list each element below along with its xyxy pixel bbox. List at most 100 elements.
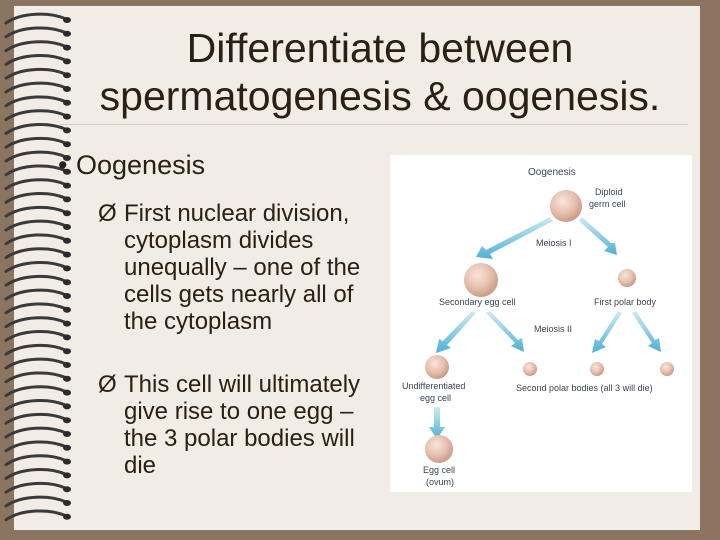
binding-hole bbox=[63, 486, 71, 493]
binding-ring bbox=[4, 54, 68, 66]
binding-hole bbox=[63, 431, 71, 437]
binding-hole bbox=[63, 44, 71, 51]
binding-hole bbox=[63, 500, 71, 506]
undiff-label: Undifferentiated bbox=[402, 381, 465, 391]
egg-cell bbox=[425, 435, 453, 463]
egg-label: Egg cell bbox=[423, 465, 455, 475]
sub-line: cells gets nearly all of bbox=[124, 281, 354, 308]
binding-hole bbox=[63, 306, 71, 313]
binding-ring bbox=[4, 316, 68, 329]
sub-line: the 3 polar bodies will bbox=[124, 425, 355, 452]
binding-ring bbox=[4, 109, 68, 122]
bullet-oogenesis: • Oogenesis bbox=[58, 150, 205, 181]
sub-line: give rise to one egg – bbox=[124, 398, 354, 425]
first-polar-label: First polar body bbox=[594, 297, 657, 307]
binding-ring bbox=[4, 205, 68, 218]
arrow-to-first-polar bbox=[579, 217, 617, 255]
binding-ring bbox=[4, 412, 68, 425]
binding-ring bbox=[4, 40, 68, 53]
binding-ring bbox=[4, 440, 68, 453]
arrow-bullet-icon: Ø bbox=[98, 371, 117, 398]
second-polar-body bbox=[590, 362, 604, 376]
diploid-label-2: germ cell bbox=[589, 199, 626, 209]
binding-ring bbox=[4, 288, 68, 301]
binding-ring bbox=[4, 495, 68, 508]
binding-hole bbox=[63, 458, 71, 465]
binding-hole bbox=[63, 99, 71, 106]
binding-hole bbox=[63, 127, 71, 134]
binding-ring bbox=[4, 468, 68, 480]
binding-hole bbox=[63, 196, 71, 203]
binding-hole bbox=[63, 265, 71, 272]
arrow-to-polar-1 bbox=[486, 311, 524, 352]
binding-ring bbox=[4, 454, 68, 467]
binding-hole bbox=[63, 389, 71, 396]
binding-hole bbox=[63, 113, 71, 120]
binding-ring bbox=[4, 261, 68, 273]
binding-hole bbox=[63, 472, 71, 479]
sub-line: First nuclear division, bbox=[124, 200, 350, 227]
first-polar-body bbox=[618, 269, 636, 287]
binding-hole bbox=[63, 417, 71, 424]
binding-ring bbox=[4, 357, 68, 370]
meiosis2-label: Meiosis II bbox=[534, 324, 572, 334]
binding-hole bbox=[63, 375, 71, 382]
binding-hole bbox=[63, 362, 71, 368]
binding-hole bbox=[63, 224, 71, 230]
binding-hole bbox=[63, 17, 71, 23]
binding-hole bbox=[63, 237, 71, 244]
binding-hole bbox=[63, 168, 71, 175]
binding-ring bbox=[4, 426, 68, 439]
slide-title: Differentiate between spermatogenesis & … bbox=[60, 24, 700, 120]
binding-ring bbox=[4, 371, 68, 384]
binding-hole bbox=[63, 348, 71, 355]
binding-hole bbox=[63, 279, 71, 286]
binding-ring bbox=[4, 12, 68, 25]
binding-ring bbox=[4, 330, 68, 342]
secondary-label: Secondary egg cell bbox=[439, 297, 516, 307]
arrow-bullet-icon: Ø bbox=[98, 200, 117, 227]
binding-hole bbox=[63, 334, 71, 341]
arrow-to-egg bbox=[429, 407, 445, 439]
binding-ring bbox=[4, 219, 68, 232]
diploid-label: Diploid bbox=[595, 187, 623, 197]
undifferentiated-egg-cell bbox=[425, 355, 449, 379]
second-polar-body bbox=[523, 362, 537, 376]
binding-ring bbox=[4, 343, 68, 356]
binding-ring bbox=[4, 67, 68, 80]
binding-hole bbox=[63, 72, 71, 79]
sub-bullet-2: Ø This cell will ultimately give rise to… bbox=[98, 371, 398, 479]
diploid-cell bbox=[550, 190, 582, 222]
arrow-to-secondary bbox=[476, 217, 553, 259]
binding-hole bbox=[63, 210, 71, 217]
binding-hole bbox=[63, 141, 71, 148]
binding-ring bbox=[4, 136, 68, 149]
binding-ring bbox=[4, 247, 68, 260]
sub-line: unequally – one of the bbox=[124, 254, 361, 281]
binding-ring bbox=[4, 192, 68, 204]
binding-ring bbox=[4, 509, 68, 522]
binding-ring bbox=[4, 385, 68, 398]
binding-hole bbox=[63, 30, 71, 37]
arrow-to-undiff bbox=[436, 311, 476, 353]
sub-line: die bbox=[124, 452, 157, 479]
binding-hole bbox=[63, 320, 71, 327]
bullet-icon: • bbox=[58, 150, 68, 180]
meiosis1-label: Meiosis I bbox=[536, 238, 572, 248]
sub-line: cytoplasm divides bbox=[124, 227, 314, 254]
binding-ring bbox=[4, 150, 68, 163]
binding-ring bbox=[4, 178, 68, 191]
title-divider bbox=[60, 124, 688, 125]
bullet-text: Oogenesis bbox=[76, 150, 206, 180]
second-polar-body bbox=[660, 362, 674, 376]
secondary-egg-cell bbox=[464, 263, 498, 297]
binding-ring bbox=[4, 26, 68, 39]
binding-hole bbox=[63, 86, 71, 92]
sub-line: This cell will ultimately bbox=[124, 371, 361, 398]
binding-ring bbox=[4, 81, 68, 94]
binding-ring bbox=[4, 233, 68, 246]
binding-ring bbox=[4, 164, 68, 177]
binding-hole bbox=[63, 182, 71, 189]
binding-ring bbox=[4, 399, 68, 411]
